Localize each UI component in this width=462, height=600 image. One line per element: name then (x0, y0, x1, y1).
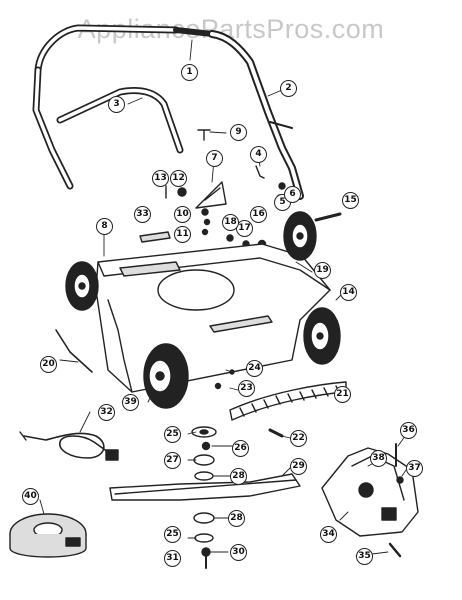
callout-29: 29 (290, 458, 307, 475)
callout-35: 35 (356, 548, 373, 565)
callout-25: 25 (164, 426, 181, 443)
callout-14: 14 (340, 284, 357, 301)
callout-37: 37 (406, 460, 423, 477)
leader-lines (39, 39, 409, 557)
callout-7: 7 (206, 150, 223, 167)
mower-deck (95, 243, 331, 393)
callout-1: 1 (181, 64, 198, 81)
callout-27: 27 (164, 452, 181, 469)
callout-31: 31 (164, 550, 181, 567)
callout-15: 15 (342, 192, 359, 209)
callout-22: 22 (290, 430, 307, 447)
callout-38: 38 (370, 450, 387, 467)
power-cord (19, 431, 119, 461)
callout-16: 16 (250, 206, 267, 223)
callout-21: 21 (334, 386, 351, 403)
left-handle-part (56, 87, 184, 154)
callout-34: 34 (320, 526, 337, 543)
blade-assembly (109, 426, 301, 569)
right-handle-part (208, 30, 304, 200)
callout-8: 8 (96, 218, 113, 235)
callout-10: 10 (174, 206, 191, 223)
callout-12: 12 (170, 170, 187, 187)
rear-wheel (303, 307, 341, 365)
callout-40: 40 (22, 488, 39, 505)
deflector-comb (214, 369, 347, 438)
callout-6: 6 (284, 186, 301, 203)
donut-bumper (9, 513, 87, 558)
callout-2: 2 (280, 80, 297, 97)
callout-3: 3 (108, 96, 125, 113)
callout-28: 28 (230, 468, 247, 485)
callout-20: 20 (40, 356, 57, 373)
callout-32: 32 (98, 404, 115, 421)
callout-11: 11 (174, 226, 191, 243)
callout-26: 26 (232, 440, 249, 457)
callout-19: 19 (314, 262, 331, 279)
callout-30: 30 (230, 544, 247, 561)
callout-39: 39 (122, 394, 139, 411)
callout-25b: 25 (164, 526, 181, 543)
front-wheel (143, 343, 189, 409)
callout-36: 36 (400, 422, 417, 439)
upper-handle-part (32, 24, 215, 190)
callout-9: 9 (230, 124, 247, 141)
callout-4: 4 (250, 146, 267, 163)
callout-24: 24 (246, 360, 263, 377)
callout-28b: 28 (228, 510, 245, 527)
front-left-wheel (65, 261, 99, 311)
callout-13: 13 (152, 170, 169, 187)
callout-18: 18 (222, 214, 239, 231)
callout-23: 23 (238, 380, 255, 397)
callout-33: 33 (134, 206, 151, 223)
rear-right-wheel (283, 211, 317, 261)
